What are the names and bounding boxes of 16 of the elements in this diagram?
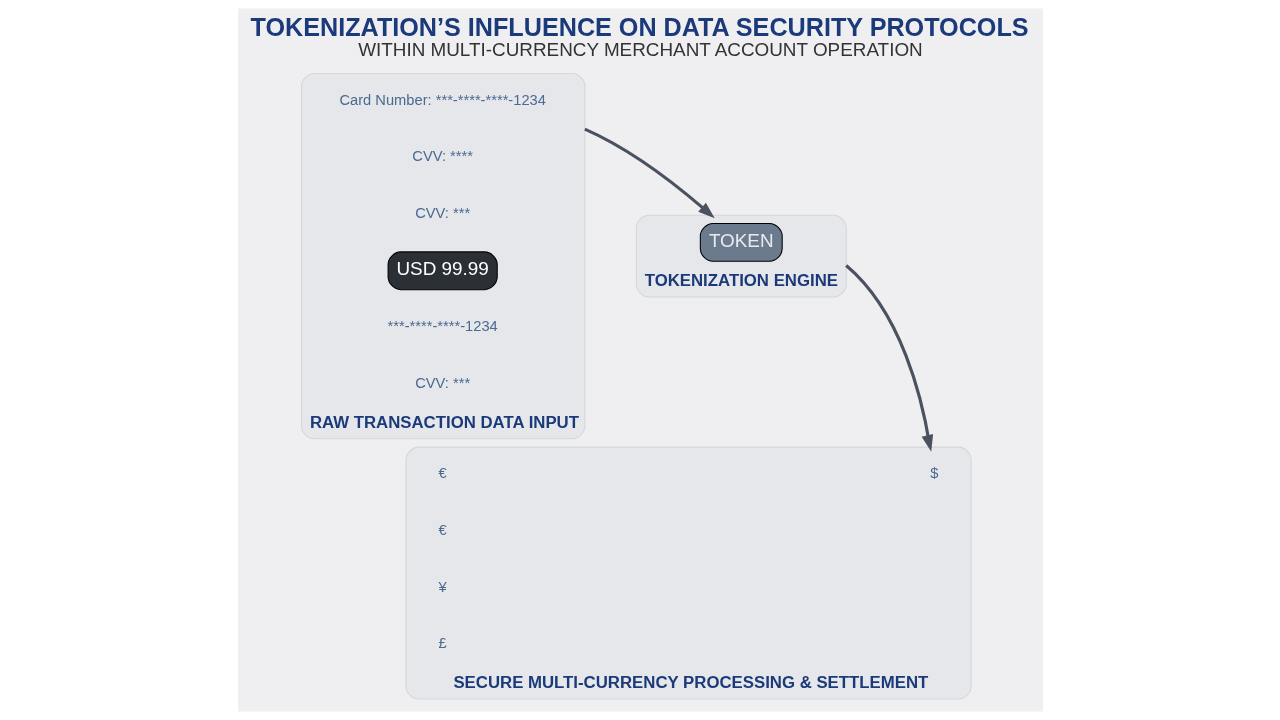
caption: WITHIN MULTI-CURRENCY MERCHANT ACCOUNT OPERATION bbox=[357, 39, 923, 61]
diagram-title: TOKENIZATION’S INFLUENCE ON DATA SECURITY PROTOCOLS bbox=[250, 12, 1029, 41]
label: TOKEN bbox=[708, 230, 774, 252]
label: £ bbox=[438, 635, 447, 652]
label: CVV: **** bbox=[411, 148, 473, 165]
label: € bbox=[438, 521, 447, 538]
arrow bbox=[583, 127, 715, 219]
label: CVV: *** bbox=[414, 375, 470, 392]
label: CVV: *** bbox=[414, 205, 470, 221]
label: USD 99.99 bbox=[395, 258, 489, 280]
label: Card Number: ***-****-****-1234 bbox=[338, 91, 546, 108]
label: ***-****-****-1234 bbox=[387, 318, 498, 335]
label: $ bbox=[929, 465, 938, 482]
label: ¥ bbox=[438, 578, 447, 595]
arrow bbox=[844, 264, 933, 452]
label: € bbox=[438, 465, 447, 482]
